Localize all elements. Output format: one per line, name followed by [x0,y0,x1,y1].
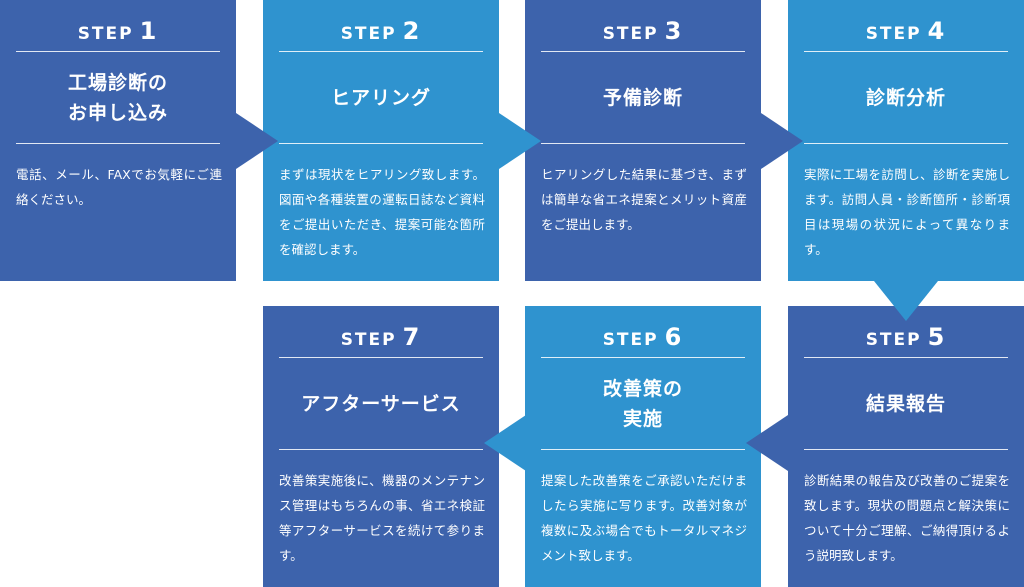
step-number: 2 [402,17,422,45]
arrow-step4-to-step5 [874,281,938,321]
step-2-title: ヒアリング [330,86,431,109]
step-1-description: 電話、メール、FAXでお気軽にご連絡ください。 [16,167,222,207]
step-4-title: 診断分析 [865,86,946,109]
arrow-step6-to-step7 [484,415,526,471]
step-3-title: 予備診断 [602,86,683,109]
arrow-step1-to-step2 [236,113,278,169]
arrow-step5-to-step6 [746,415,788,471]
divider [804,449,1008,450]
divider [279,357,483,358]
arrow-step2-to-step3 [499,113,541,169]
step-number: 6 [664,323,684,351]
divider [541,357,745,358]
step-number: 7 [402,323,422,351]
divider [804,143,1008,144]
step-4-description: 実際に工場を訪問し、診断を実施します。訪問人員・診断箇所・診断項目は現場の状況に… [804,167,1010,257]
divider [541,51,745,52]
step-number: 1 [139,17,159,45]
divider [804,357,1008,358]
step-2-description: まずは現状をヒアリング致します。図面や各種装置の運転日誌など資料をご提出いただき… [279,167,485,257]
step-label: STEP [602,24,659,44]
step-7-description: 改善策実施後に、機器のメンテナンス管理はもちろんの事、省エネ検証等アフターサービ… [279,473,485,563]
step-number: 5 [927,323,947,351]
step-label: STEP [77,24,134,44]
divider [16,143,220,144]
step-number: 3 [664,17,684,45]
step-label: STEP [865,24,922,44]
step-label: STEP [340,330,397,350]
divider [804,51,1008,52]
step-label: STEP [602,330,659,350]
step-5-title: 結果報告 [865,392,946,415]
divider [279,143,483,144]
step-5-description: 診断結果の報告及び改善のご提案を致します。現状の問題点と解決策について十分ご理解… [804,473,1010,563]
step-1-title: 工場診断の お申し込み [67,71,168,124]
step-label: STEP [865,330,922,350]
divider [279,449,483,450]
step-3-description: ヒアリングした結果に基づき、まずは簡単な省エネ提案とメリット資産をご提出します。 [541,167,747,232]
step-6-description: 提案した改善策をご承認いただけましたら実施に写ります。改善対象が複数に及ぶ場合で… [541,473,747,563]
step-label: STEP [340,24,397,44]
step-number: 4 [927,17,947,45]
divider [279,51,483,52]
divider [541,143,745,144]
step-7-title: アフターサービス [301,392,461,415]
arrow-step3-to-step4 [761,113,803,169]
divider [16,51,220,52]
step-6-title: 改善策の 実施 [602,377,683,430]
divider [541,449,745,450]
